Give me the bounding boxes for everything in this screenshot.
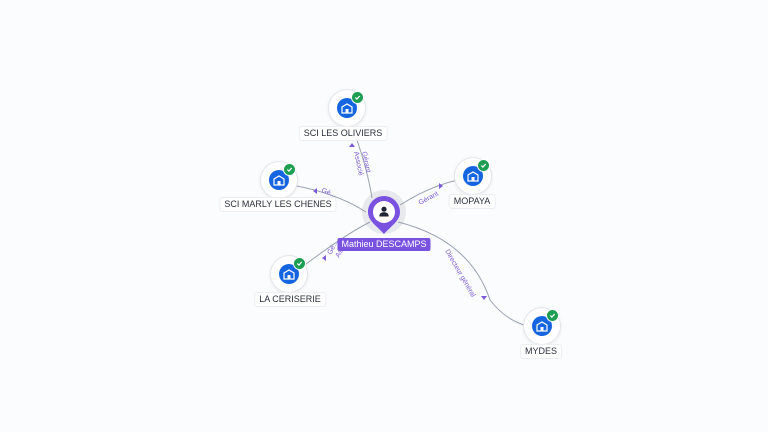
company-label-la-ceriserie[interactable]: LA CERISERIE <box>255 293 325 306</box>
person-icon <box>379 206 389 217</box>
company-label-sci-marly-les-chenes[interactable]: SCI MARLY LES CHENES <box>220 198 336 211</box>
company-label-mopaya[interactable]: MOPAYA <box>449 195 495 208</box>
company-node-mopaya[interactable] <box>455 158 491 194</box>
arrow-mopaya <box>439 183 443 189</box>
company-label-mydes[interactable]: MYDES <box>520 345 562 358</box>
arrow-sci-les-oliviers <box>349 143 355 147</box>
person-name-label[interactable]: Mathieu DESCAMPS <box>337 238 431 251</box>
arrow-mydes <box>481 296 487 300</box>
company-node-la-ceriserie[interactable] <box>271 256 307 292</box>
verified-check-icon <box>351 91 364 104</box>
edge-label-oliviers-2: Associé <box>352 151 364 177</box>
verified-check-icon <box>477 159 490 172</box>
company-label-sci-les-oliviers[interactable]: SCI LES OLIVIERS <box>299 127 387 140</box>
building-icon <box>532 316 552 336</box>
edge-label-marly: Gé... <box>320 187 337 199</box>
verified-check-icon <box>283 163 296 176</box>
building-icon <box>279 264 299 284</box>
edge-mydes <box>397 221 541 329</box>
verified-check-icon <box>546 309 559 322</box>
company-node-sci-les-oliviers[interactable] <box>329 90 365 126</box>
arrow-la-ceriserie <box>322 255 326 261</box>
building-icon <box>463 166 483 186</box>
building-icon <box>269 170 289 190</box>
verified-check-icon <box>293 257 306 270</box>
company-node-sci-marly-les-chenes[interactable] <box>261 162 297 198</box>
company-node-mydes[interactable] <box>524 308 560 344</box>
edge-label-oliviers-1: Gérant <box>360 151 371 173</box>
person-node[interactable] <box>367 195 401 235</box>
arrow-sci-marly <box>313 188 317 194</box>
edge-label-mydes: Directeur général <box>443 249 476 299</box>
building-icon <box>337 98 357 118</box>
